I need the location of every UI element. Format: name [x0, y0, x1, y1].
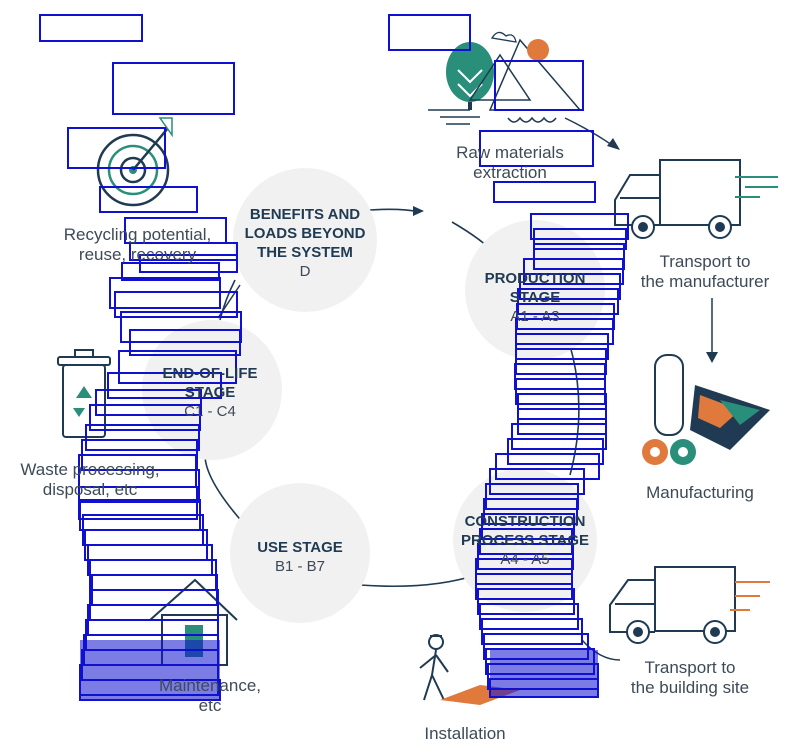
truck-to-manufacturer-icon	[614, 159, 778, 239]
raw-materials-line2: extraction	[473, 163, 547, 182]
construction-code: A4 - A5	[500, 551, 550, 568]
benefits-stage-label: BENEFITS AND LOADS BEYOND THE SYSTEM D	[225, 205, 385, 281]
manufacturing-icon	[642, 354, 770, 465]
waste-bin-icon	[57, 349, 111, 438]
production-title-line2: STAGE	[509, 289, 561, 306]
manufacturing-line1: Manufacturing	[646, 483, 754, 502]
transport-site-label: Transport to the building site	[600, 658, 780, 698]
transport-site-line2: the building site	[630, 678, 750, 697]
construction-title-line2: PROCESS STAGE	[460, 532, 590, 549]
benefits-title-line1: BENEFITS AND	[249, 206, 361, 223]
construction-title-line1: CONSTRUCTION	[464, 513, 586, 530]
recycling-line1: Recycling potential,	[63, 225, 212, 244]
waste-label: Waste processing, disposal, etc	[0, 460, 180, 500]
arrowhead-raw-to-transport	[607, 138, 620, 150]
benefits-title-line3: THE SYSTEM	[257, 244, 353, 261]
construction-stage-label: CONSTRUCTION PROCESS STAGE A4 - A5	[445, 512, 605, 569]
use-stage-circle	[230, 483, 370, 623]
annotation-fill-left	[80, 640, 220, 700]
raw-materials-label: Raw materials extraction	[420, 143, 600, 183]
production-stage-label: PRODUCTION STAGE A1 - A3	[465, 269, 605, 326]
arrowhead-transport-to-manufacturing	[706, 352, 718, 363]
end-of-life-title-line1: END-OF-LIFE	[162, 365, 258, 382]
use-stage-label: USE STAGE B1 - B7	[230, 538, 370, 576]
end-of-life-stage-label: END-OF-LIFE STAGE C1 - C4	[140, 364, 280, 421]
benefits-title-line2: LOADS BEYOND	[244, 225, 366, 242]
annotation-fill-right	[490, 650, 598, 698]
installation-line1: Installation	[424, 724, 506, 743]
waste-line1: Waste processing,	[20, 460, 160, 479]
recycling-target-icon	[96, 117, 173, 207]
arrow-manufacturing-to-transport	[581, 639, 621, 661]
transport-site-line1: Transport to	[644, 658, 736, 677]
benefits-stage-circle	[233, 168, 377, 312]
end-of-life-code: C1 - C4	[184, 403, 236, 420]
raw-materials-icon	[428, 31, 582, 125]
end-of-life-title-line2: STAGE	[184, 384, 236, 401]
transport-manufacturer-line1: Transport to	[659, 252, 751, 271]
cycle-arrowhead	[413, 206, 424, 216]
installation-label: Installation	[390, 724, 540, 744]
transport-manufacturer-label: Transport to the manufacturer	[615, 252, 795, 292]
maintenance-line1: Maintenance,	[158, 676, 262, 695]
production-title-line1: PRODUCTION	[484, 270, 586, 287]
production-code: A1 - A3	[510, 308, 560, 325]
use-title-line1: USE STAGE	[257, 539, 343, 556]
recycling-label: Recycling potential, reuse, recovery	[45, 225, 230, 265]
maintenance-label: Maintenance, etc	[130, 676, 290, 716]
transport-manufacturer-line2: the manufacturer	[640, 272, 770, 291]
manufacturing-label: Manufacturing	[615, 483, 785, 503]
maintenance-line2: etc	[198, 696, 222, 715]
raw-materials-line1: Raw materials	[456, 143, 564, 162]
waste-line2: disposal, etc	[42, 480, 138, 499]
truck-to-site-icon	[609, 566, 770, 644]
use-code: B1 - B7	[274, 558, 326, 575]
recycling-line2: reuse, recovery	[78, 245, 197, 264]
benefits-code: D	[299, 263, 311, 280]
